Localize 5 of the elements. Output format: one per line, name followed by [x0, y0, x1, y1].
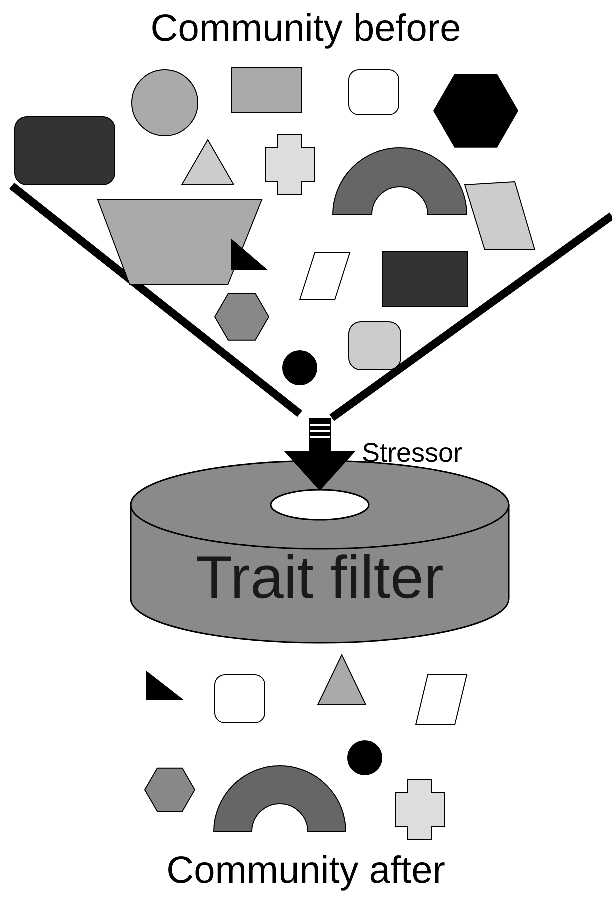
caption: Community after	[166, 852, 446, 890]
filter-label: Trait filter	[195, 548, 445, 608]
title: Community before	[150, 10, 462, 48]
edge-label: Stressor	[362, 440, 463, 467]
filter-opening	[270, 489, 370, 521]
